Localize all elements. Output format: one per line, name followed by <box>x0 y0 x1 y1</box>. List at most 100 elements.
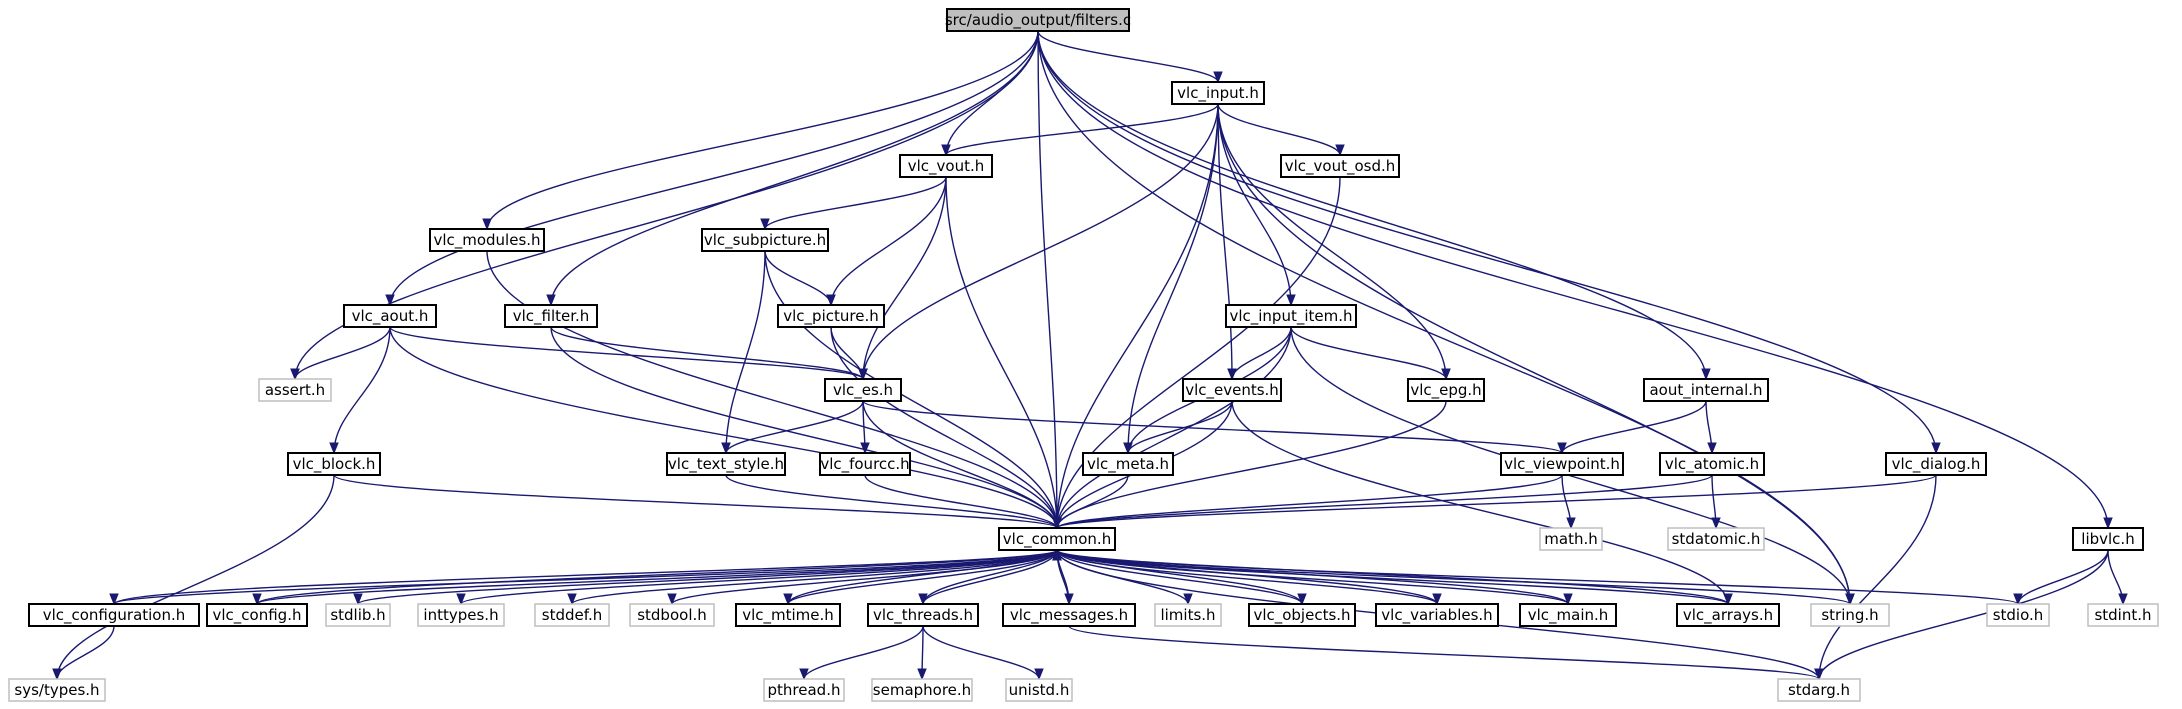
node-label: stdbool.h <box>637 606 707 624</box>
edge-vlc_aout_h-to-assert_h <box>290 326 391 381</box>
node-vlc-fourcc-h[interactable]: vlc_fourcc.h <box>819 452 911 476</box>
node-vlc-text-style-h[interactable]: vlc_text_style.h <box>666 452 786 476</box>
edge-filters_c-to-vlc_input_h <box>1037 30 1223 84</box>
node-label: src/audio_output/filters.c <box>945 11 1131 30</box>
edges-layer <box>52 30 2128 681</box>
node-box <box>1225 304 1357 328</box>
node-vlc-meta-h[interactable]: vlc_meta.h <box>1082 452 1174 476</box>
node-label: stdint.h <box>2094 606 2151 624</box>
node-vlc-messages-h[interactable]: vlc_messages.h <box>1002 603 1136 627</box>
node-vlc-threads-h[interactable]: vlc_threads.h <box>867 603 979 627</box>
edge-vlc_viewpoint_h-to-vlc_common_h <box>1052 474 1563 530</box>
node-label: vlc_variables.h <box>1381 606 1492 625</box>
node-vlc-configuration-h[interactable]: vlc_configuration.h <box>28 603 200 627</box>
node-box <box>417 603 505 627</box>
node-box <box>629 603 715 627</box>
edge-vlc_dialog_h-to-stdarg_h <box>1814 474 1937 681</box>
node-vlc-arrays-h[interactable]: vlc_arrays.h <box>1676 603 1780 627</box>
node-filters-c[interactable]: src/audio_output/filters.c <box>945 8 1131 32</box>
node-box <box>1082 452 1174 476</box>
edge-vlc_subpicture_h-to-vlc_text_style_h <box>721 250 766 455</box>
node-vlc-aout-h[interactable]: vlc_aout.h <box>343 304 437 328</box>
node-box <box>871 678 973 702</box>
node-label: inttypes.h <box>423 606 498 624</box>
node-label: vlc_fourcc.h <box>820 455 909 474</box>
edge-vlc_es_h-to-vlc_viewpoint_h <box>862 400 1567 455</box>
node-vlc-es-h[interactable]: vlc_es.h <box>824 378 902 402</box>
edge-libvlc_h-to-stdint_h <box>2107 549 2128 606</box>
edge-vlc_vout_h-to-vlc_es_h <box>858 176 947 381</box>
node-sys-types-h: sys/types.h <box>8 678 106 702</box>
edge-filters_c-to-aout_internal_h <box>1037 30 1711 381</box>
edge-filters_c-to-vlc_filter_h <box>546 30 1039 307</box>
node-box <box>429 228 545 252</box>
node-label: vlc_meta.h <box>1087 455 1169 474</box>
node-box <box>504 304 598 328</box>
node-aout-internal-h[interactable]: aout_internal.h <box>1643 378 1769 402</box>
edge-filters_c-to-libvlc_h <box>1037 30 2113 530</box>
node-label: math.h <box>1544 530 1597 548</box>
node-label: vlc_filter.h <box>513 307 590 326</box>
node-vlc-modules-h[interactable]: vlc_modules.h <box>429 228 545 252</box>
edge-vlc_filter_h-to-vlc_common_h <box>550 326 1062 530</box>
node-vlc-filter-h[interactable]: vlc_filter.h <box>504 304 598 328</box>
node-vlc-common-h[interactable]: vlc_common.h <box>998 527 1116 551</box>
node-box <box>1810 603 1890 627</box>
edge-vlc_atomic_h-to-vlc_common_h <box>1052 474 1713 530</box>
node-stdbool-h: stdbool.h <box>629 603 715 627</box>
node-vlc-atomic-h[interactable]: vlc_atomic.h <box>1659 452 1765 476</box>
edge-vlc_threads_h-to-pthread_h <box>799 625 924 681</box>
node-label: stdarg.h <box>1788 681 1850 699</box>
node-label: vlc_messages.h <box>1010 606 1128 625</box>
node-box <box>2072 527 2144 551</box>
node-label: vlc_es.h <box>833 381 893 400</box>
node-box <box>2087 603 2159 627</box>
node-box <box>287 452 381 476</box>
node-libvlc-h[interactable]: libvlc.h <box>2072 527 2144 551</box>
node-pthread-h: pthread.h <box>763 678 845 702</box>
node-vlc-objects-h[interactable]: vlc_objects.h <box>1248 603 1356 627</box>
edge-filters_c-to-vlc_common_h <box>1037 30 1062 530</box>
node-assert-h: assert.h <box>258 378 332 402</box>
node-vlc-main-h[interactable]: vlc_main.h <box>1519 603 1617 627</box>
node-vlc-epg-h[interactable]: vlc_epg.h <box>1407 378 1485 402</box>
node-unistd-h: unistd.h <box>1005 678 1073 702</box>
node-label: vlc_atomic.h <box>1665 455 1759 474</box>
node-label: limits.h <box>1160 606 1215 624</box>
node-box <box>899 154 993 178</box>
node-box <box>763 678 845 702</box>
node-vlc-picture-h[interactable]: vlc_picture.h <box>777 304 885 328</box>
node-vlc-events-h[interactable]: vlc_events.h <box>1182 378 1282 402</box>
node-stdlib-h: stdlib.h <box>325 603 391 627</box>
node-vlc-subpicture-h[interactable]: vlc_subpicture.h <box>701 228 829 252</box>
node-vlc-mtime-h[interactable]: vlc_mtime.h <box>735 603 841 627</box>
node-vlc-block-h[interactable]: vlc_block.h <box>287 452 381 476</box>
node-string-h: string.h <box>1810 603 1890 627</box>
edge-vlc_common_h-to-inttypes_h <box>456 549 1058 606</box>
node-inttypes-h: inttypes.h <box>417 603 505 627</box>
edge-vlc_input_item_h-to-vlc_epg_h <box>1290 326 1451 381</box>
node-box <box>998 527 1116 551</box>
node-box <box>1407 378 1485 402</box>
node-vlc-viewpoint-h[interactable]: vlc_viewpoint.h <box>1500 452 1624 476</box>
node-box <box>701 228 829 252</box>
node-vlc-input-item-h[interactable]: vlc_input_item.h <box>1225 304 1357 328</box>
node-vlc-vout-osd-h[interactable]: vlc_vout_osd.h <box>1280 154 1400 178</box>
edge-filters_c-to-string_h <box>1037 30 1855 606</box>
edge-vlc_modules_h-to-vlc_common_h <box>486 250 1062 530</box>
node-semaphore-h: semaphore.h <box>871 678 973 702</box>
node-box <box>1667 527 1765 551</box>
node-vlc-input-h[interactable]: vlc_input.h <box>1171 81 1265 105</box>
node-vlc-dialog-h[interactable]: vlc_dialog.h <box>1885 452 1987 476</box>
node-box <box>1171 81 1265 105</box>
node-label: vlc_threads.h <box>873 606 973 625</box>
edge-vlc_common_h-to-vlc_main_h <box>1056 549 1573 606</box>
node-box <box>8 678 106 702</box>
node-vlc-config-h[interactable]: vlc_config.h <box>206 603 308 627</box>
node-limits-h: limits.h <box>1154 603 1222 627</box>
node-box <box>867 603 979 627</box>
node-vlc-vout-h[interactable]: vlc_vout.h <box>899 154 993 178</box>
node-box <box>28 603 200 627</box>
node-vlc-variables-h[interactable]: vlc_variables.h <box>1375 603 1499 627</box>
node-box <box>325 603 391 627</box>
